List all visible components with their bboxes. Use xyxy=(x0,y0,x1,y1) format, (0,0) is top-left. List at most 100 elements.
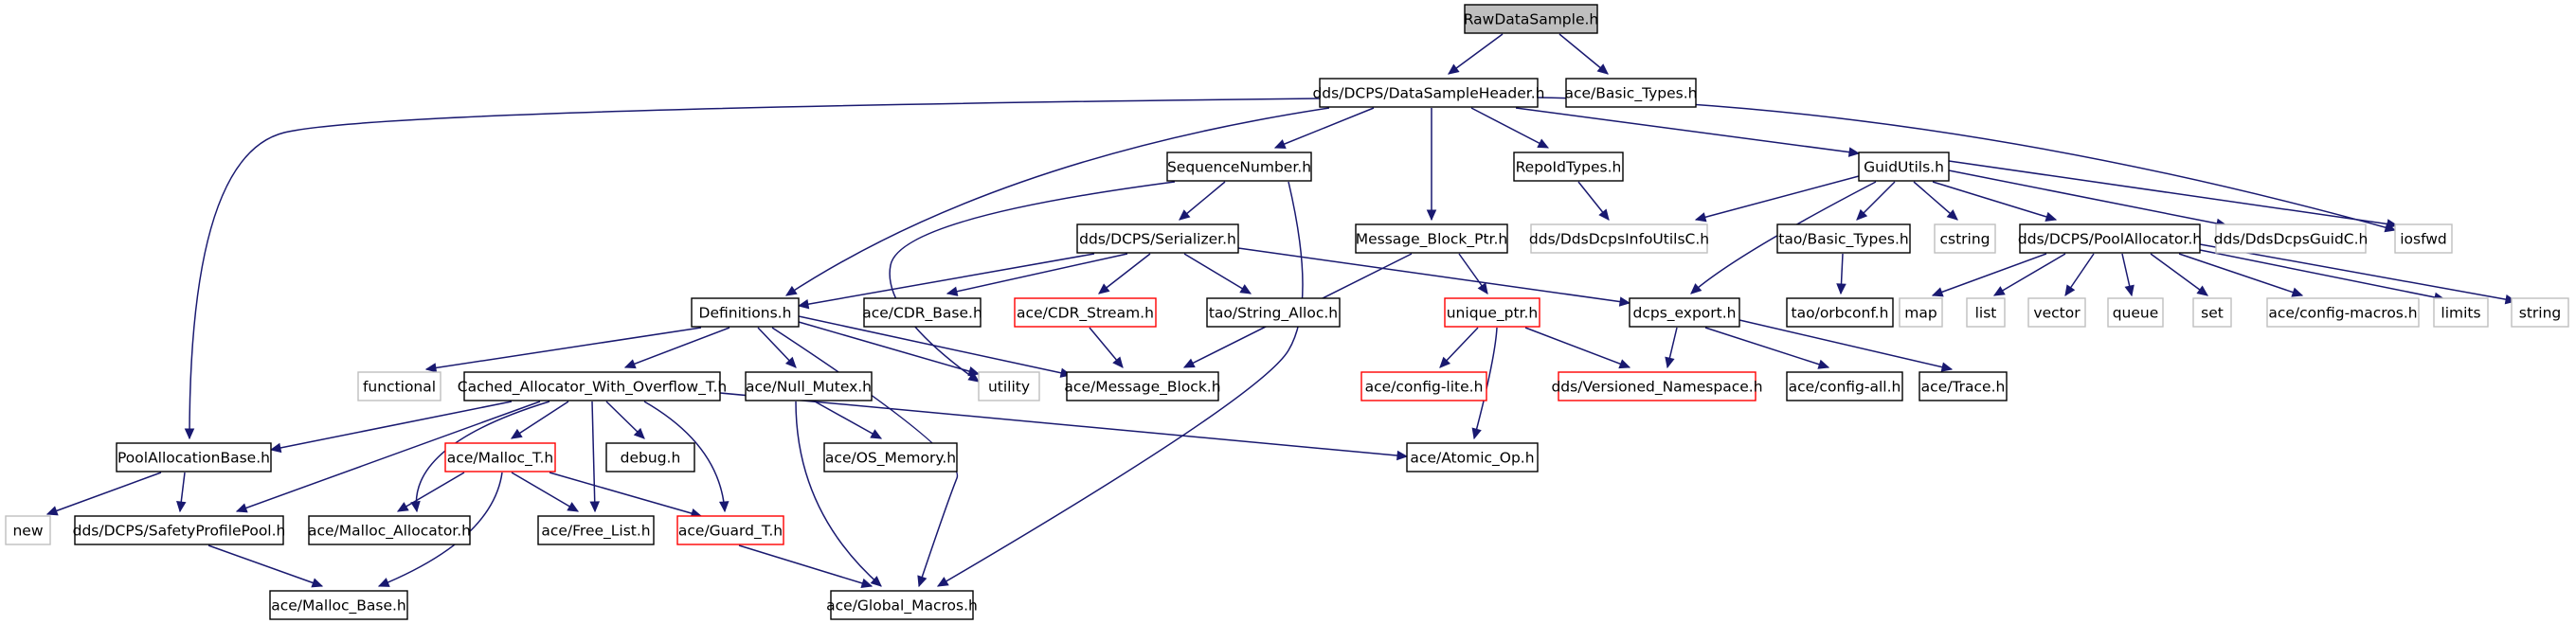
arrowhead xyxy=(2196,285,2208,296)
node-limits[interactable]: limits xyxy=(2433,297,2489,328)
node-global_macros[interactable]: ace/Global_Macros.h xyxy=(826,590,978,620)
node-new[interactable]: new xyxy=(5,515,51,545)
node-repoidtypes[interactable]: RepoIdTypes.h xyxy=(1513,152,1624,182)
node-string_alloc[interactable]: tao/String_Alloc.h xyxy=(1206,297,1341,328)
node-basic_types[interactable]: ace/Basic_Types.h xyxy=(1565,78,1698,108)
node-guidutils[interactable]: GuidUtils.h xyxy=(1858,152,1950,182)
arrowhead xyxy=(424,363,438,373)
edge-line xyxy=(2178,253,2303,296)
edge-line xyxy=(1098,253,1151,294)
node-tao_basic_types[interactable]: tao/Basic_Types.h xyxy=(1776,223,1911,254)
edge-cached_allocator-to-guard_t xyxy=(643,401,730,513)
node-iosfwd[interactable]: iosfwd xyxy=(2394,223,2453,254)
node-box xyxy=(823,442,958,472)
node-label: list xyxy=(1975,305,1997,322)
node-dcps_export[interactable]: dcps_export.h xyxy=(1629,297,1740,328)
node-versioned_namespace[interactable]: dds/Versioned_Namespace.h xyxy=(1551,371,1763,401)
edge-poolallocator-to-vector xyxy=(2064,253,2095,297)
node-label: functional xyxy=(363,379,436,396)
node-list[interactable]: list xyxy=(1966,297,2006,328)
node-cstring[interactable]: cstring xyxy=(1934,223,1996,254)
arrowhead xyxy=(2064,284,2076,297)
node-box xyxy=(2215,223,2367,254)
node-box xyxy=(605,442,695,472)
node-orbconf[interactable]: tao/orbconf.h xyxy=(1786,297,1894,328)
edge-line xyxy=(795,401,882,587)
edge-message_block_ptr-to-unique_ptr xyxy=(1458,253,1488,294)
node-label: utility xyxy=(988,379,1030,396)
node-rawdatasample[interactable]: RawDataSample.h xyxy=(1464,4,1598,34)
edge-datasampleheader-to-repoidtypes xyxy=(1470,107,1550,149)
arrowhead xyxy=(2045,211,2058,222)
edge-line xyxy=(46,472,162,515)
node-poolallocationbase[interactable]: PoolAllocationBase.h xyxy=(116,442,272,472)
arrowhead xyxy=(1182,358,1196,368)
node-label: tao/String_Alloc.h xyxy=(1209,305,1338,323)
edge-rawdatasample-to-basic_types xyxy=(1558,33,1609,75)
node-config_all[interactable]: ace/config-all.h xyxy=(1786,371,1903,401)
node-cdr_stream[interactable]: ace/CDR_Stream.h xyxy=(1014,297,1157,328)
edge-serializer-to-definitions xyxy=(797,253,1095,310)
node-string[interactable]: string xyxy=(2511,297,2569,328)
node-trace[interactable]: ace/Trace.h xyxy=(1918,371,2008,401)
node-box xyxy=(1786,371,1903,401)
edge-line xyxy=(511,472,579,512)
node-functional[interactable]: functional xyxy=(357,371,441,401)
arrowhead xyxy=(860,578,874,588)
node-ddsdcpsinfoutilsc[interactable]: dds/DdsDcpsInfoUtilsC.h xyxy=(1529,223,1709,254)
node-vector[interactable]: vector xyxy=(2027,297,2086,328)
node-box xyxy=(978,371,1040,401)
node-datasampleheader[interactable]: dds/DCPS/DataSampleHeader.h xyxy=(1312,78,1545,108)
node-malloc_base[interactable]: ace/Malloc_Base.h xyxy=(269,590,408,620)
node-box xyxy=(2027,297,2086,328)
node-free_list[interactable]: ace/Free_List.h xyxy=(537,515,655,545)
node-safetyprofilepool[interactable]: dds/DCPS/SafetyProfilePool.h xyxy=(73,515,286,545)
node-os_memory[interactable]: ace/OS_Memory.h xyxy=(823,442,958,472)
arrowhead xyxy=(2386,219,2399,229)
node-guard_t[interactable]: ace/Guard_T.h xyxy=(676,515,784,545)
node-malloc_t[interactable]: ace/Malloc_T.h xyxy=(444,442,556,472)
node-queue[interactable]: queue xyxy=(2107,297,2164,328)
edge-poolallocator-to-limits xyxy=(2199,249,2446,303)
node-malloc_allocator[interactable]: ace/Malloc_Allocator.h xyxy=(308,515,471,545)
arrowhead xyxy=(176,500,187,513)
node-set[interactable]: set xyxy=(2192,297,2232,328)
edge-cached_allocator-to-debug xyxy=(605,401,645,439)
node-serializer[interactable]: dds/DCPS/Serializer.h xyxy=(1076,223,1239,254)
node-map[interactable]: map xyxy=(1899,297,1943,328)
node-unique_ptr[interactable]: unique_ptr.h xyxy=(1444,297,1540,328)
node-message_block[interactable]: ace/Message_Block.h xyxy=(1064,371,1221,401)
node-poolallocator[interactable]: dds/DCPS/PoolAllocator.h xyxy=(2018,223,2202,254)
edge-guidutils-to-iosfwd xyxy=(1948,160,2399,229)
node-config_lite[interactable]: ace/config-lite.h xyxy=(1360,371,1487,401)
node-atomic_op[interactable]: ace/Atomic_Op.h xyxy=(1406,442,1539,472)
node-message_block_ptr[interactable]: Message_Block_Ptr.h xyxy=(1355,223,1508,254)
node-cached_allocator[interactable]: Cached_Allocator_With_Overflow_T.h xyxy=(458,371,727,401)
arrowhead xyxy=(967,371,980,383)
node-ddsdcpsguidc[interactable]: dds/DdsDcpsGuidC.h xyxy=(2214,223,2369,254)
node-box xyxy=(1530,223,1708,254)
node-utility[interactable]: utility xyxy=(978,371,1040,401)
arrowhead xyxy=(917,575,928,588)
arrowhead xyxy=(410,500,421,513)
edge-line xyxy=(425,327,702,370)
edge-guidutils-to-dcps_export xyxy=(1690,181,1877,294)
edge-line xyxy=(1704,327,1829,368)
node-box xyxy=(357,371,441,401)
edge-poolallocationbase-to-new xyxy=(45,472,162,516)
node-box xyxy=(745,371,873,401)
node-config_macros[interactable]: ace/config-macros.h xyxy=(2266,297,2420,328)
node-label: SequenceNumber.h xyxy=(1167,159,1311,176)
node-label: RawDataSample.h xyxy=(1464,11,1598,28)
node-sequencenumber[interactable]: SequenceNumber.h xyxy=(1166,152,1312,182)
node-null_mutex[interactable]: ace/Null_Mutex.h xyxy=(745,371,873,401)
node-label: string xyxy=(2519,305,2562,322)
edge-poolallocator-to-list xyxy=(1992,253,2066,296)
node-debug[interactable]: debug.h xyxy=(605,442,695,472)
arrowhead xyxy=(1448,63,1460,75)
node-cdr_base[interactable]: ace/CDR_Base.h xyxy=(862,297,982,328)
node-label: tao/orbconf.h xyxy=(1792,305,1889,322)
node-definitions[interactable]: Definitions.h xyxy=(691,297,800,328)
arrowhead xyxy=(1694,212,1707,223)
arrowhead xyxy=(870,429,883,439)
